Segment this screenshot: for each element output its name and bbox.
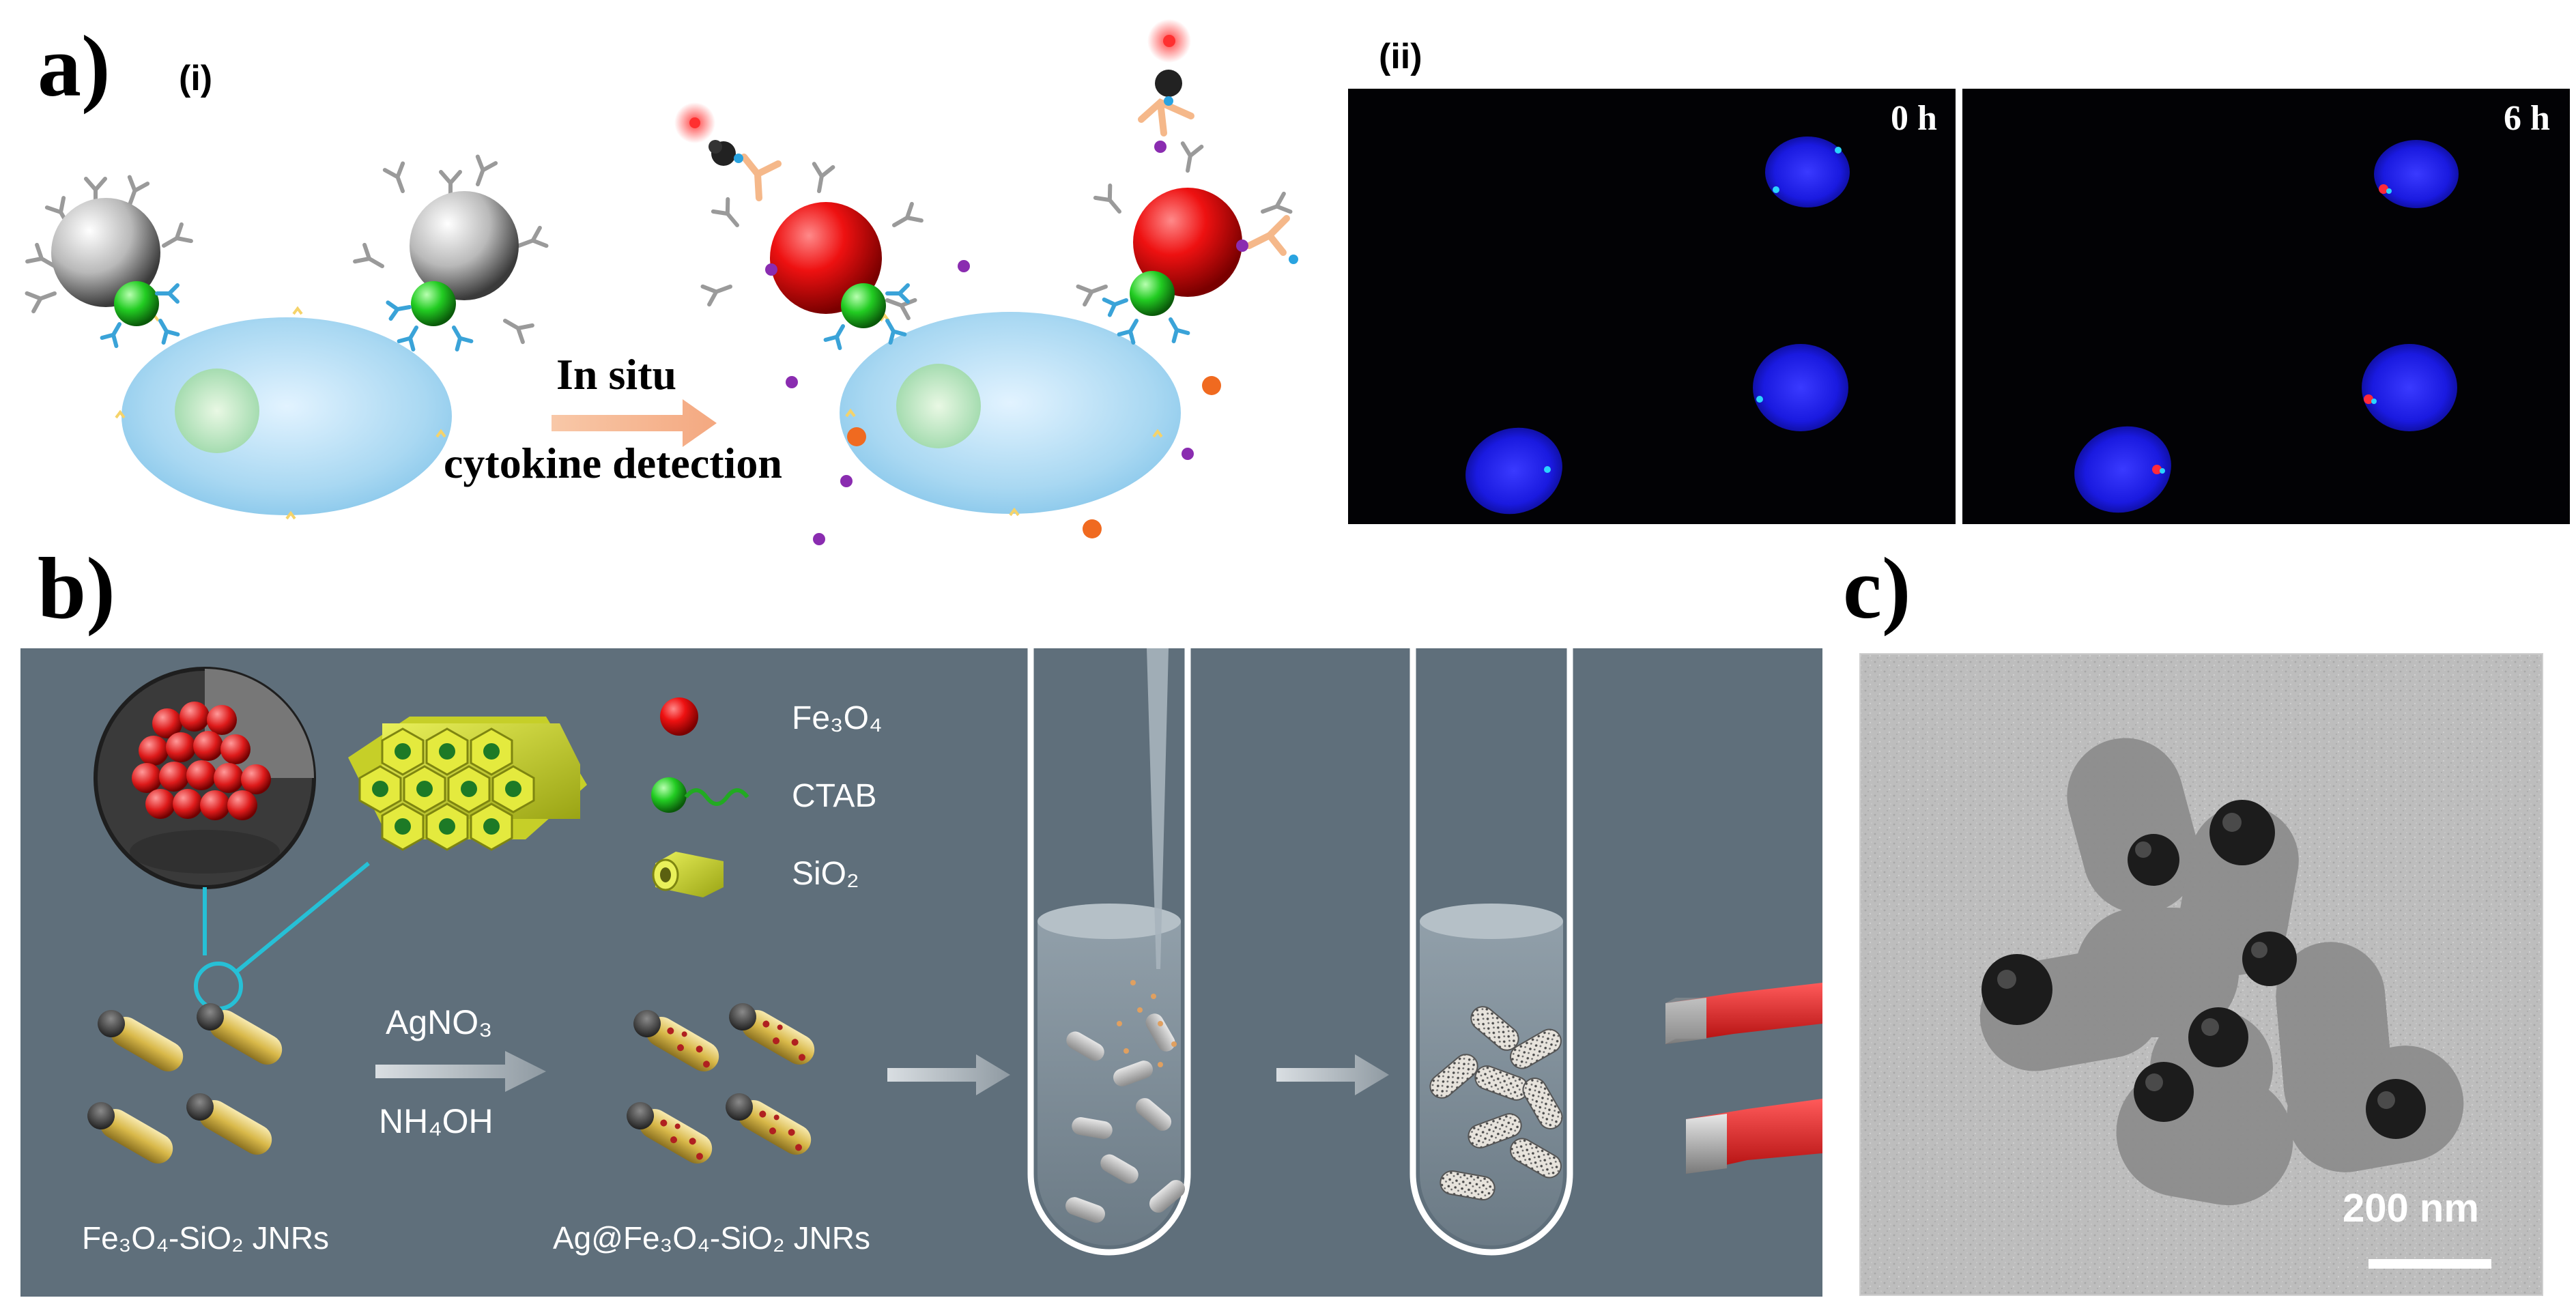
panel-b-label: b)	[38, 540, 115, 637]
sio2-hexagon-bundle	[348, 717, 587, 851]
legend-ctab-label: CTAB	[792, 778, 876, 814]
legend-sio2-label: SiO₂	[792, 856, 859, 892]
caption-ag-fe3o4-sio2: Ag@Fe₃O₄-SiO₂ JNRs	[553, 1220, 870, 1256]
image-divider	[1956, 89, 1962, 524]
detection-complex-left	[674, 102, 782, 201]
reagent-agno3: AgNO₃	[386, 1003, 493, 1041]
arrow-to-tube2	[1276, 1054, 1389, 1095]
magnet-icon	[1665, 983, 1822, 1174]
scale-bar-label: 200 nm	[2343, 1186, 2479, 1230]
legend-fe3o4-label: Fe₃O₄	[792, 700, 883, 736]
test-tube-2	[1409, 648, 1573, 1256]
test-tube-1	[1027, 648, 1191, 1256]
in-situ-arrow	[552, 399, 717, 447]
cell-right	[840, 312, 1181, 517]
arrow-label-line2: cytokine detection	[444, 439, 782, 487]
caption-fe3o4-sio2: Fe₃O₄-SiO₂ JNRs	[82, 1220, 329, 1256]
reaction-arrow	[375, 1051, 546, 1092]
red-sphere-icon	[660, 697, 698, 736]
yellow-hexagon-tube-icon	[652, 852, 724, 897]
panel-a-sub-ii: (ii)	[1379, 37, 1422, 76]
ag-fe3o4-sio2-jnrs	[621, 998, 820, 1170]
detection-complex-right	[1138, 19, 1298, 264]
tem-micrograph	[1859, 653, 2543, 1296]
fe3o4-core-sphere	[94, 667, 316, 889]
legend	[651, 697, 749, 897]
grey-bead-left	[27, 177, 191, 346]
green-sphere-tail-icon	[651, 777, 687, 813]
red-bead-left	[703, 164, 921, 348]
scale-bar	[2369, 1259, 2491, 1269]
panel-a-sub-i: (i)	[179, 59, 212, 98]
time-label-6h: 6 h	[2504, 99, 2550, 138]
grey-bead-right	[355, 157, 546, 349]
red-bead-right	[1078, 143, 1291, 343]
reagent-nh4oh: NH₄OH	[379, 1102, 493, 1140]
fluorescence-image-0h	[1348, 89, 1956, 524]
cytokine-dots	[765, 141, 1248, 545]
panel-c-label: c)	[1843, 540, 1910, 637]
fluorescence-image-6h	[1962, 89, 2570, 524]
arrow-label-line1: In situ	[556, 350, 676, 399]
time-label-0h: 0 h	[1891, 99, 1937, 138]
cell-left	[115, 307, 452, 520]
arrow-to-tube1	[887, 1054, 1010, 1095]
panel-a-label: a)	[38, 18, 111, 115]
